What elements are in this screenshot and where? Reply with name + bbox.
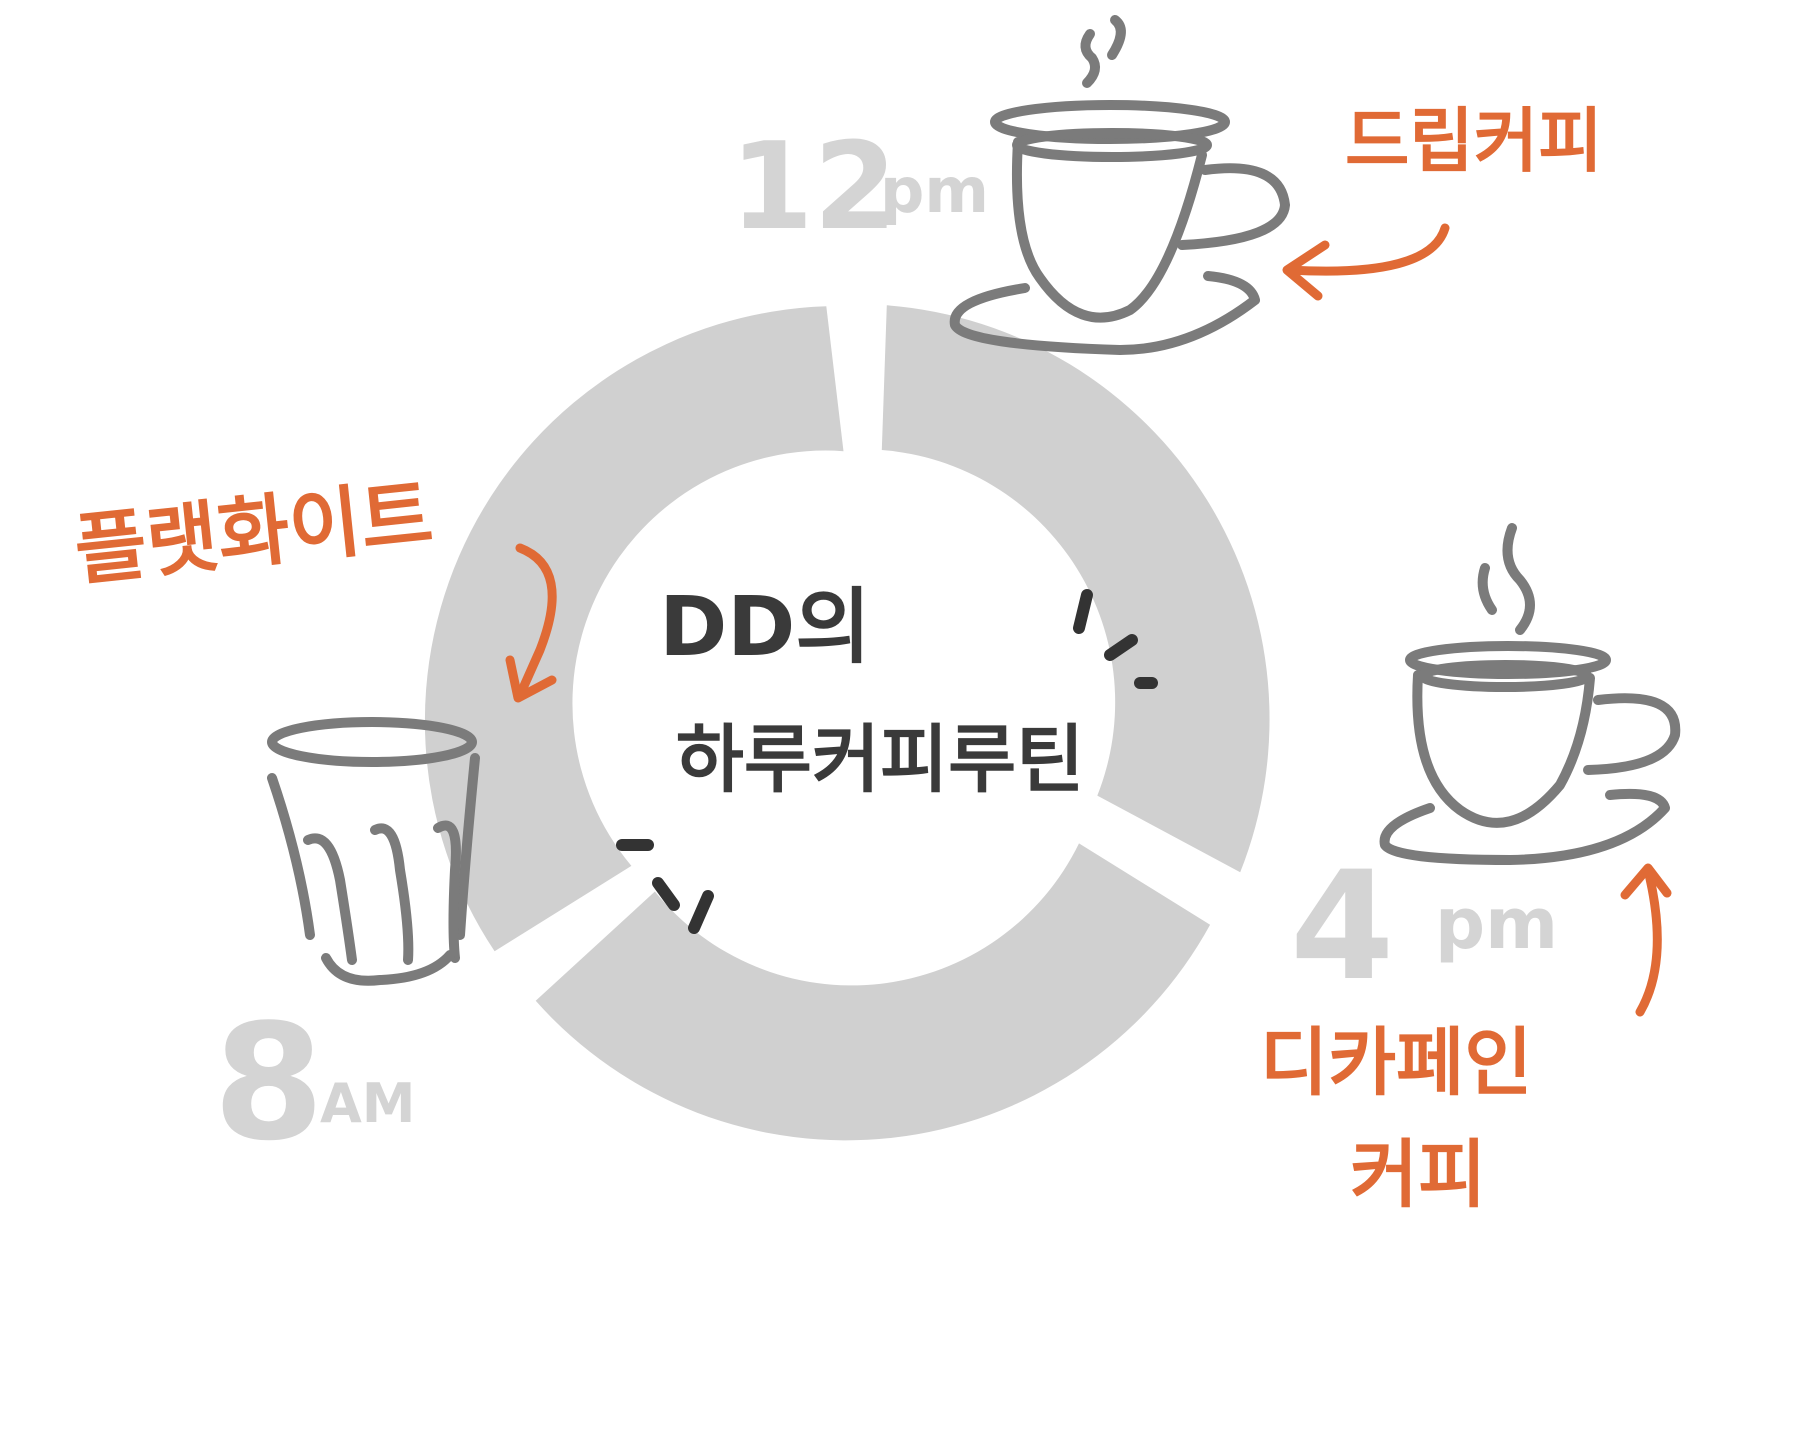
arrow-afternoon (1620, 863, 1672, 1017)
glass-cup-icon (267, 717, 480, 986)
coffee-surface (1418, 660, 1592, 692)
routine-ring (424, 305, 1270, 1141)
time-label-afternoon: 4 pm (1290, 840, 1558, 1014)
coffee-cup-icon (1379, 523, 1681, 865)
saucer (949, 271, 1260, 355)
arrow-icon (515, 543, 557, 700)
title-line2: 하루커피루틴 (676, 717, 1084, 803)
time-suffix-morning: AM (320, 1072, 416, 1135)
arrow-icon (1635, 865, 1662, 1017)
time-suffix-afternoon: pm (1435, 883, 1558, 965)
glass-ridges (303, 820, 461, 965)
time-hour-noon: 12 (730, 118, 897, 257)
burst-mark (652, 877, 680, 911)
arrowhead-icon (1620, 863, 1672, 900)
arrowhead-icon (505, 655, 557, 703)
drink-label-morning: 플랫화이트 (71, 470, 437, 597)
ring-segment-afternoon-morning (535, 843, 1211, 1141)
glass-rim (267, 717, 477, 767)
saucer (1379, 788, 1670, 865)
drink-label-afternoon: 디카페인 커피 (1260, 1020, 1532, 1218)
emphasis-marks (616, 589, 1158, 934)
cup-rim (1405, 641, 1611, 679)
steam-icon (1477, 523, 1535, 635)
coffee-surface (1012, 128, 1212, 162)
ring-segment-noon-afternoon (881, 305, 1270, 873)
drink-label-afternoon-line2: 커피 (1350, 1132, 1486, 1218)
ring-segment-morning-noon (424, 306, 844, 952)
burst-mark (688, 890, 714, 934)
cup-rim (990, 100, 1230, 144)
cup-body (1011, 137, 1207, 323)
cup-handle (1583, 693, 1681, 775)
time-suffix-noon: pm (880, 154, 989, 227)
drink-label-noon: 드립커피 (1345, 100, 1603, 182)
arrow-morning (505, 543, 557, 703)
arrow-noon (1282, 223, 1450, 301)
time-hour-morning: 8 (213, 989, 324, 1176)
title-line1: DD의 (659, 580, 871, 675)
time-label-noon: 12 pm (730, 118, 989, 257)
cup-handle (1177, 163, 1290, 250)
glass-body (267, 753, 480, 940)
drink-label-afternoon-line1: 디카페인 (1260, 1020, 1532, 1106)
glass-base (321, 950, 455, 986)
steam-icon (1080, 15, 1126, 88)
time-label-morning: 8 AM (213, 989, 416, 1176)
diagram-title: DD의 하루커피루틴 (659, 580, 1084, 803)
time-hour-afternoon: 4 (1290, 840, 1394, 1014)
arrowhead-icon (1282, 240, 1330, 301)
arrow-icon (1285, 223, 1450, 276)
coffee-cup-icon (949, 15, 1290, 355)
burst-mark (1104, 634, 1138, 661)
burst-mark (1073, 589, 1093, 634)
cup-body (1412, 670, 1595, 828)
